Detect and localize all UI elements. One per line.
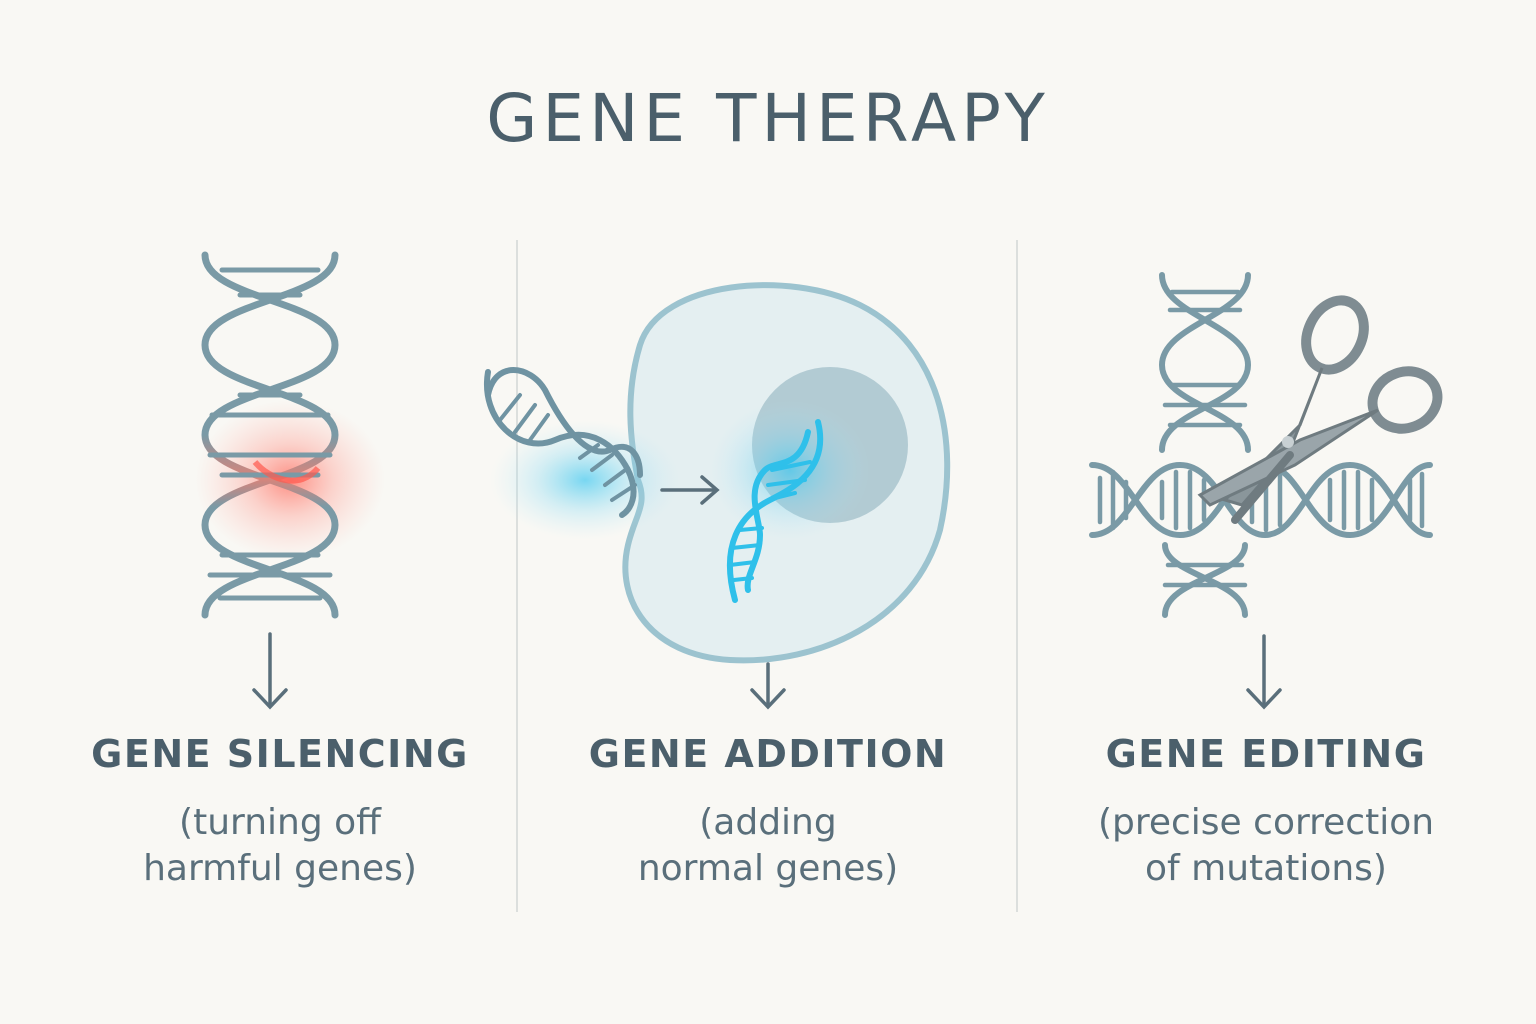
gene-editing-desc-line1: (precise correction (1097, 802, 1435, 843)
column-divider-left (516, 240, 518, 912)
addition-cell-icon (490, 282, 951, 664)
addition-arrow-icon (660, 475, 720, 505)
gene-addition-desc-line1: (adding (699, 802, 837, 843)
gene-silencing-desc-line1: (turning off (179, 802, 381, 843)
column-divider-right (1016, 240, 1018, 912)
page-title: GENE THERAPY (486, 80, 1050, 157)
gene-editing-description: (precise correction of mutations) (1016, 800, 1516, 892)
gene-editing-title: GENE EDITING (1105, 732, 1427, 776)
silencing-dna-icon (195, 251, 385, 619)
gene-silencing-title: GENE SILENCING (91, 732, 469, 776)
gene-addition-desc-line2: normal genes) (637, 848, 899, 889)
editing-arrow-icon (1246, 634, 1282, 710)
gene-addition-description: (adding normal genes) (518, 800, 1018, 892)
addition-down-arrow-icon (750, 662, 786, 710)
nucleus-blue-glow (710, 400, 870, 540)
gene-addition-title: GENE ADDITION (588, 732, 948, 776)
gene-editing-desc-line2: of mutations) (1145, 848, 1387, 889)
silencing-arrow-icon (252, 632, 288, 710)
editing-vertical-dna-icon (1158, 272, 1252, 618)
gene-silencing-desc-line2: harmful genes) (143, 848, 417, 889)
incoming-dna-icon (483, 367, 643, 518)
inserted-dna-icon (726, 419, 824, 603)
gene-silencing-description: (turning off harmful genes) (30, 800, 530, 892)
scissors-icon (1197, 295, 1443, 524)
